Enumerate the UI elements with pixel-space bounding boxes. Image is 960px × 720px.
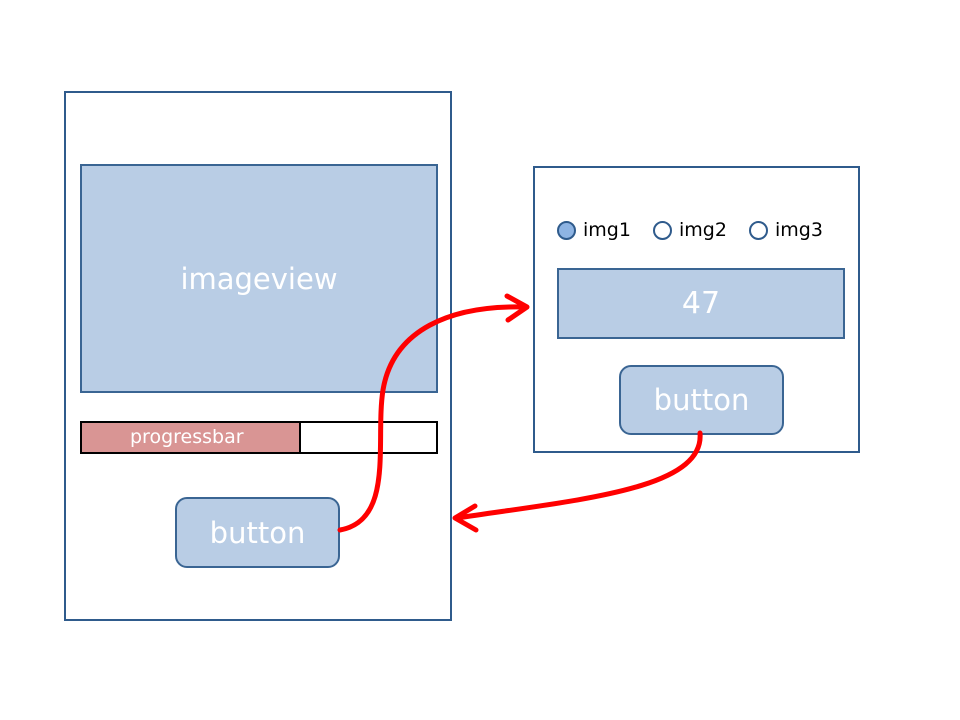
value-display-text: 47 xyxy=(681,286,721,321)
arrow-to-dialog-head xyxy=(504,293,530,323)
dialog-button[interactable]: button xyxy=(619,365,784,435)
radio-label: img2 xyxy=(679,219,727,241)
main-button-label: button xyxy=(209,515,306,550)
radio-circle-icon xyxy=(749,220,768,240)
imageview: imageview xyxy=(80,164,438,393)
radio-label: img3 xyxy=(775,219,823,241)
arrow-to-main-head xyxy=(452,503,479,533)
radio-label: img1 xyxy=(583,219,631,241)
progressbar-fill xyxy=(82,423,302,452)
radio-img2[interactable]: img2 xyxy=(653,216,727,244)
value-display: 47 xyxy=(557,268,845,339)
radio-img3[interactable]: img3 xyxy=(749,216,823,244)
main-button[interactable]: button xyxy=(175,497,340,568)
radio-circle-icon xyxy=(557,220,576,240)
dialog-button-label: button xyxy=(653,383,750,417)
progressbar-label: progressbar xyxy=(130,426,244,448)
progressbar: progressbar xyxy=(80,421,438,454)
imageview-label: imageview xyxy=(180,261,338,296)
radio-circle-icon xyxy=(653,220,672,240)
radio-img1[interactable]: img1 xyxy=(557,216,631,244)
